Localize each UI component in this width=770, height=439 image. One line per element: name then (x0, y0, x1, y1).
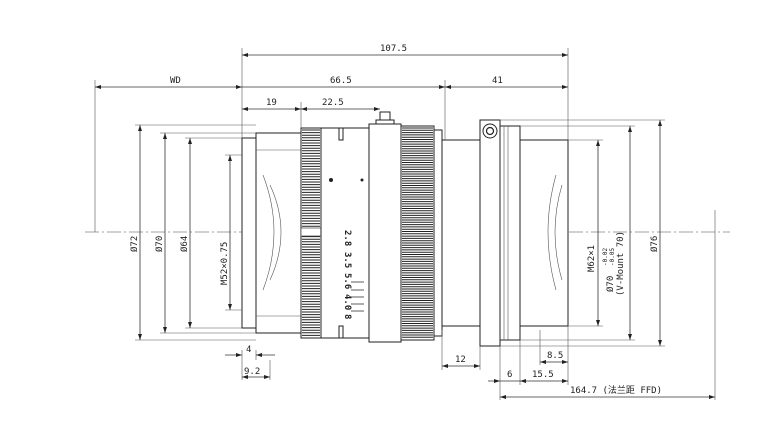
right-diameter-lines (500, 119, 665, 347)
dim-dia-70: Ø70 (154, 236, 165, 252)
focus-ring (300, 127, 322, 339)
dim-dia-72: Ø72 (129, 236, 140, 252)
dim-tolerance-lower: -0.05 (609, 248, 616, 266)
dim-mount-length: 41 (492, 76, 503, 86)
dim-dia-64: Ø64 (179, 236, 190, 252)
dim-v-mount: (V-Mount 70) (616, 231, 626, 296)
aperture-ring (400, 125, 435, 341)
aperture-collar (368, 123, 402, 343)
rear-glass (519, 139, 569, 327)
dim-dia-76: Ø76 (649, 236, 660, 252)
dim-working-distance: WD (170, 76, 181, 86)
lens-barrel: 2.8 3.5 5.6 4.0 8 (320, 127, 385, 339)
locking-screw (375, 111, 395, 127)
aperture-mark-4: 4.0 (342, 294, 352, 310)
dim-flange-focal-distance: 164.7 (法兰距 FFD) (570, 384, 662, 396)
dim-thread-m62: M62×1 (587, 245, 597, 272)
dim-thread-m52: M52×0.75 (220, 242, 230, 285)
aperture-mark-2: 3.5 (342, 252, 352, 268)
dim-front-9-2: 9.2 (244, 367, 260, 377)
aperture-mark-1: 2.8 (342, 230, 352, 246)
aperture-tick-marks (351, 281, 364, 312)
dim-rear-6: 6 (507, 370, 512, 380)
dim-front-4: 4 (246, 345, 251, 355)
dim-tolerance-upper: -0.02 (602, 248, 609, 266)
aperture-mark-3: 5.6 (342, 273, 352, 289)
dim-rear-15-5: 15.5 (532, 370, 554, 380)
dim-rear-12: 12 (455, 355, 466, 365)
left-diameter-lines (135, 124, 256, 341)
dim-front-19: 19 (266, 98, 277, 108)
rear-tube (441, 139, 481, 327)
rear-collar (433, 129, 443, 337)
dim-rear-8-5: 8.5 (547, 351, 563, 361)
dim-dia-70-mount: Ø70 (605, 276, 616, 292)
dim-front-22-5: 22.5 (322, 98, 344, 108)
aperture-mark-5: 8 (342, 314, 352, 319)
dim-total-length: 107.5 (380, 44, 407, 54)
mount-flange (479, 119, 521, 347)
front-filter-section (241, 132, 302, 334)
dim-front-to-mount: 66.5 (330, 76, 352, 86)
